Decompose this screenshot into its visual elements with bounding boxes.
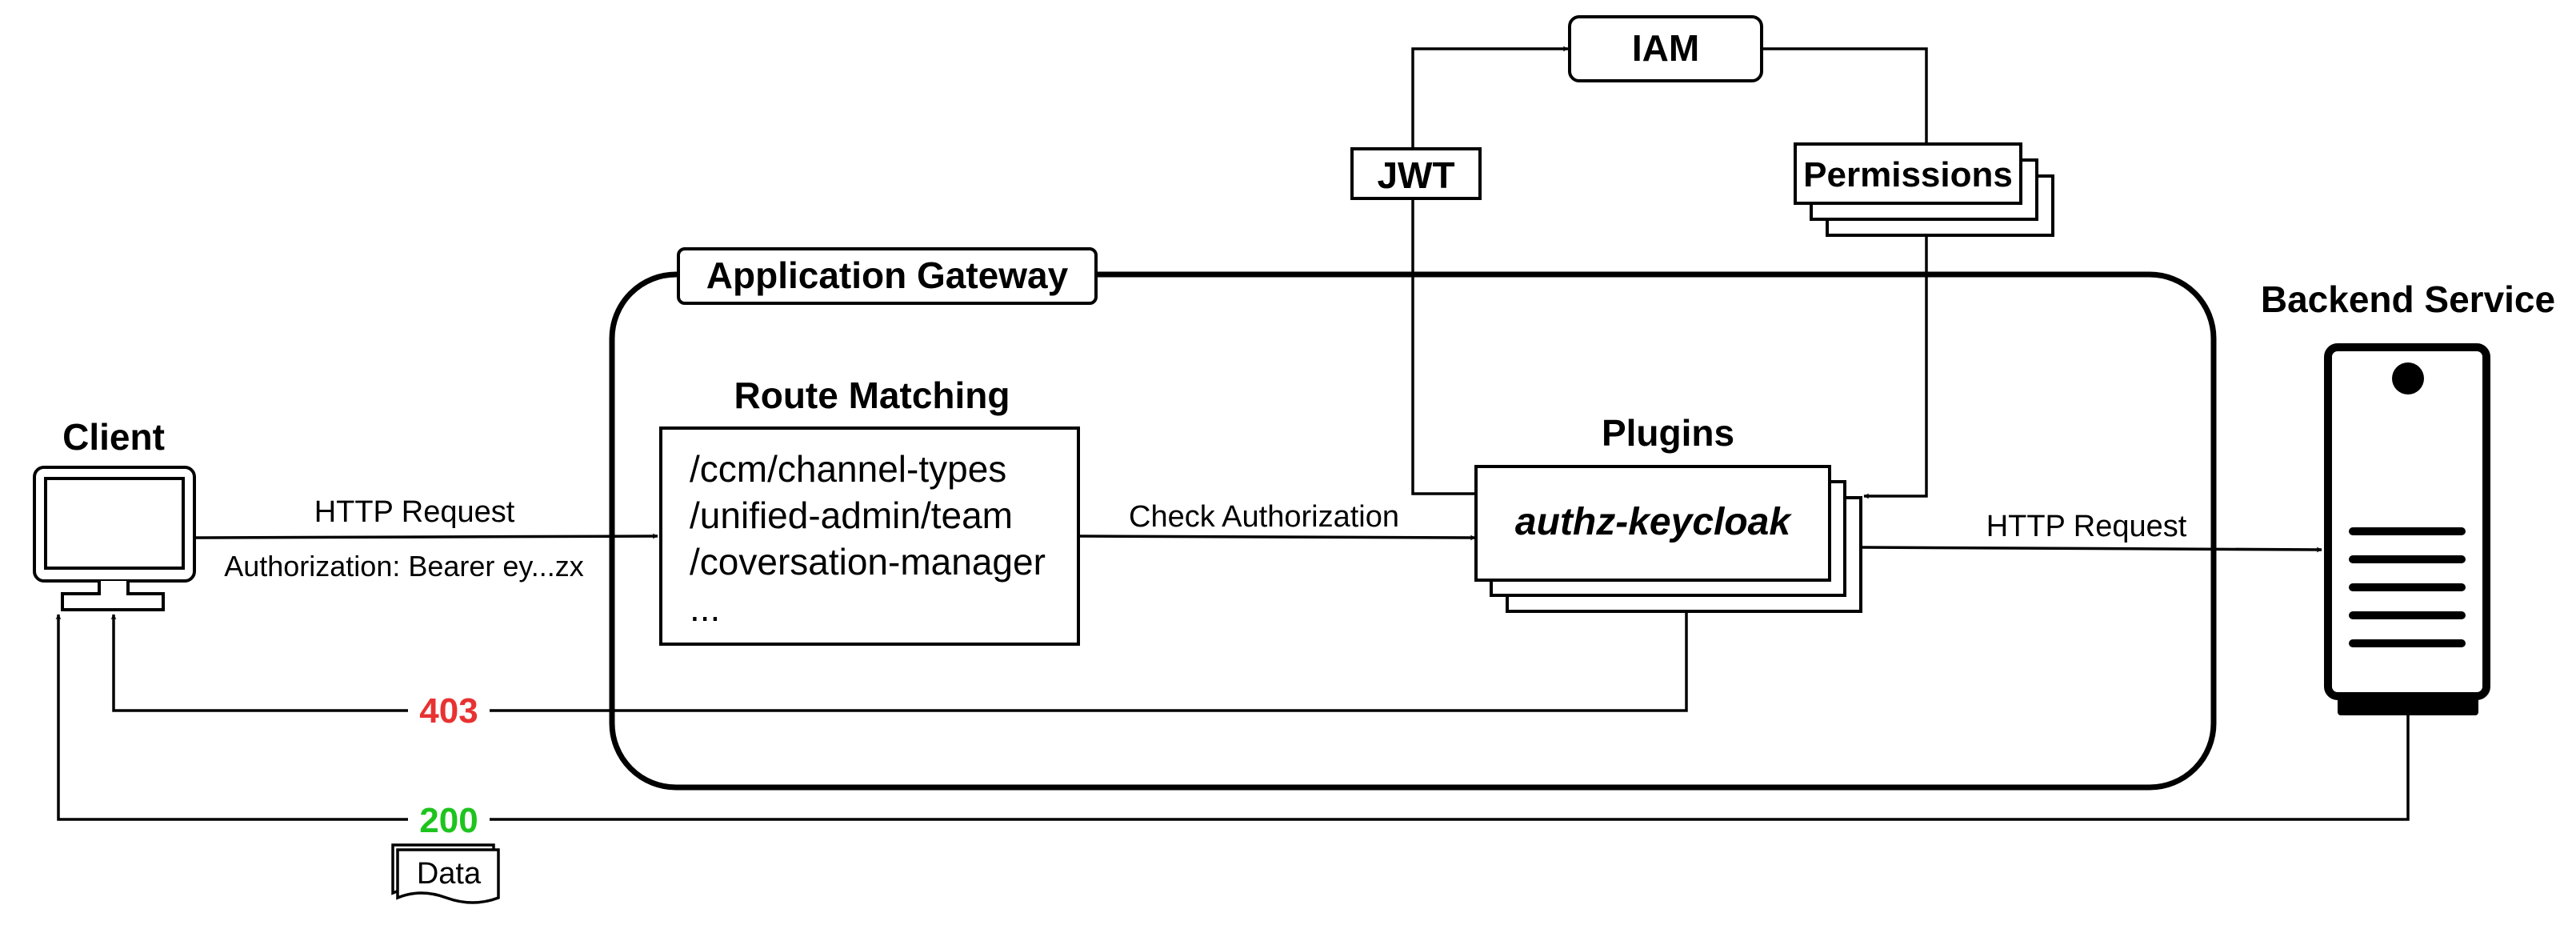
route-item: ...	[690, 587, 720, 629]
plugins-title: Plugins	[1602, 412, 1734, 454]
data-document-icon	[391, 843, 500, 904]
check-authorization-label: Check Authorization	[1129, 500, 1399, 534]
backend-label: Backend Service	[2261, 278, 2555, 320]
auth-header-label: Authorization: Bearer ey...zx	[224, 550, 584, 583]
plugin-name: authz-keycloak	[1515, 501, 1792, 543]
gateway-label-box	[677, 247, 1098, 305]
permissions-stack	[1794, 142, 2054, 237]
jwt-label: JWT	[1377, 154, 1454, 196]
route-item: /unified-admin/team	[690, 495, 1013, 536]
jwt-flow-arrow	[1411, 46, 1569, 495]
route-matching-title: Route Matching	[734, 374, 1010, 416]
permissions-flow-arrow	[1762, 47, 1928, 499]
http-request-label: HTTP Request	[314, 495, 515, 529]
client-label: Client	[62, 416, 165, 458]
backend-request-label: HTTP Request	[1986, 510, 2187, 543]
route-item: /ccm/channel-types	[690, 448, 1006, 490]
route-item: /coversation-manager	[690, 541, 1046, 583]
route-matching-box	[659, 426, 1080, 646]
server-icon	[2324, 343, 2490, 715]
jwt-box	[1350, 147, 1482, 200]
monitor-icon	[33, 466, 196, 611]
http-request-arrow	[194, 533, 658, 539]
permissions-label: Permissions	[1803, 155, 2013, 194]
forbidden-code: 403	[419, 691, 478, 731]
gateway-label: Application Gateway	[706, 254, 1069, 296]
check-authorization-arrow	[1078, 535, 1476, 541]
forbidden-label-bg	[408, 690, 490, 731]
iam-label: IAM	[1632, 27, 1699, 69]
ok-code: 200	[419, 801, 478, 840]
data-label: Data	[417, 857, 482, 891]
plugins-stack	[1474, 465, 1862, 613]
ok-response-arrow	[55, 614, 2410, 821]
forbidden-response-arrow	[110, 611, 1688, 712]
ok-label-bg	[408, 799, 490, 840]
backend-request-arrow	[1860, 546, 2322, 553]
